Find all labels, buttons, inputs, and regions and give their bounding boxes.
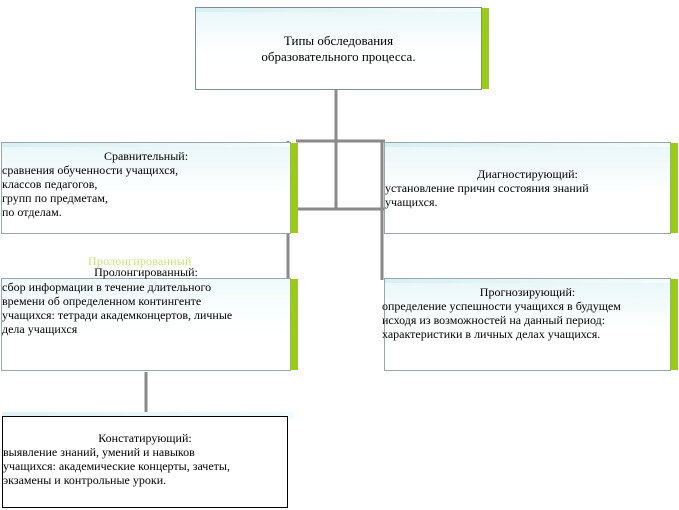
title-box-accent-bar <box>482 8 489 89</box>
prolonged-box-accent-bar <box>291 279 298 370</box>
diagnostic-box-accent-bar <box>671 143 678 233</box>
comparative-heading: Сравнительный: <box>103 149 189 163</box>
prolonged-ghost-label: Пролонгированный <box>88 254 192 268</box>
prolonged-heading: Пролонгированный: <box>94 265 198 279</box>
title-line: образовательного процесса. <box>261 48 416 64</box>
comparative-box-accent-bar <box>291 143 298 233</box>
stating-box: Констатирующий: выявление знаний, умений… <box>2 416 288 508</box>
stating-line: выявление знаний, умений и навыков <box>3 445 195 459</box>
title-box: Типы обследования образовательного проце… <box>195 7 489 90</box>
prolonged-line: дела учащихся <box>2 322 78 336</box>
comparative-box: Сравнительный: сравнения обученности уча… <box>1 142 298 234</box>
prognostic-line: характеристики в личных делах учащихся. <box>382 327 601 341</box>
stating-box-top-bar <box>2 412 294 418</box>
stating-line: учащихся: академические концерты, зачеты… <box>3 459 230 473</box>
diagnostic-box: Диагностирующий: установление причин сос… <box>384 142 678 234</box>
comparative-line: по отделам. <box>2 205 62 219</box>
prolonged-line: сбор информации в течение длительного <box>2 280 212 294</box>
prognostic-box: Прогнозирующий: определение успешности у… <box>382 278 678 371</box>
comparative-line: классов педагогов, <box>2 177 98 191</box>
diagnostic-box-top-bar <box>385 143 670 147</box>
diagnostic-line: учащихся. <box>385 195 438 209</box>
prolonged-box: Пролонгированный: сбор информации в тече… <box>1 265 298 371</box>
prognostic-line: определение успешности учащихся в будуще… <box>382 299 621 313</box>
prolonged-line: времени об определенном контингенте <box>2 294 202 308</box>
title-text: Типы обследования образовательного проце… <box>261 33 415 65</box>
comparative-box-top-bar <box>2 143 290 147</box>
prognostic-heading: Прогнозирующий: <box>479 285 576 299</box>
prognostic-box-accent-bar <box>671 279 678 370</box>
stating-line: экзамены и контрольные уроки. <box>3 473 167 487</box>
stating-heading: Констатирующий: <box>98 431 192 445</box>
comparative-line: сравнения обученности учащихся, <box>2 163 179 177</box>
prognostic-line: исходя из возможностей на данный период: <box>382 313 606 327</box>
title-line: Типы обследования <box>283 32 394 48</box>
diagnostic-line: установление причин состояния знаний <box>385 181 589 195</box>
title-box-top-bar <box>196 8 481 12</box>
diagnostic-heading: Диагностирующий: <box>477 167 578 181</box>
comparative-line: групп по предметам, <box>2 191 108 205</box>
prognostic-box-top-bar <box>385 279 670 283</box>
prolonged-line: учащихся: тетради академконцертов, личны… <box>2 308 233 322</box>
